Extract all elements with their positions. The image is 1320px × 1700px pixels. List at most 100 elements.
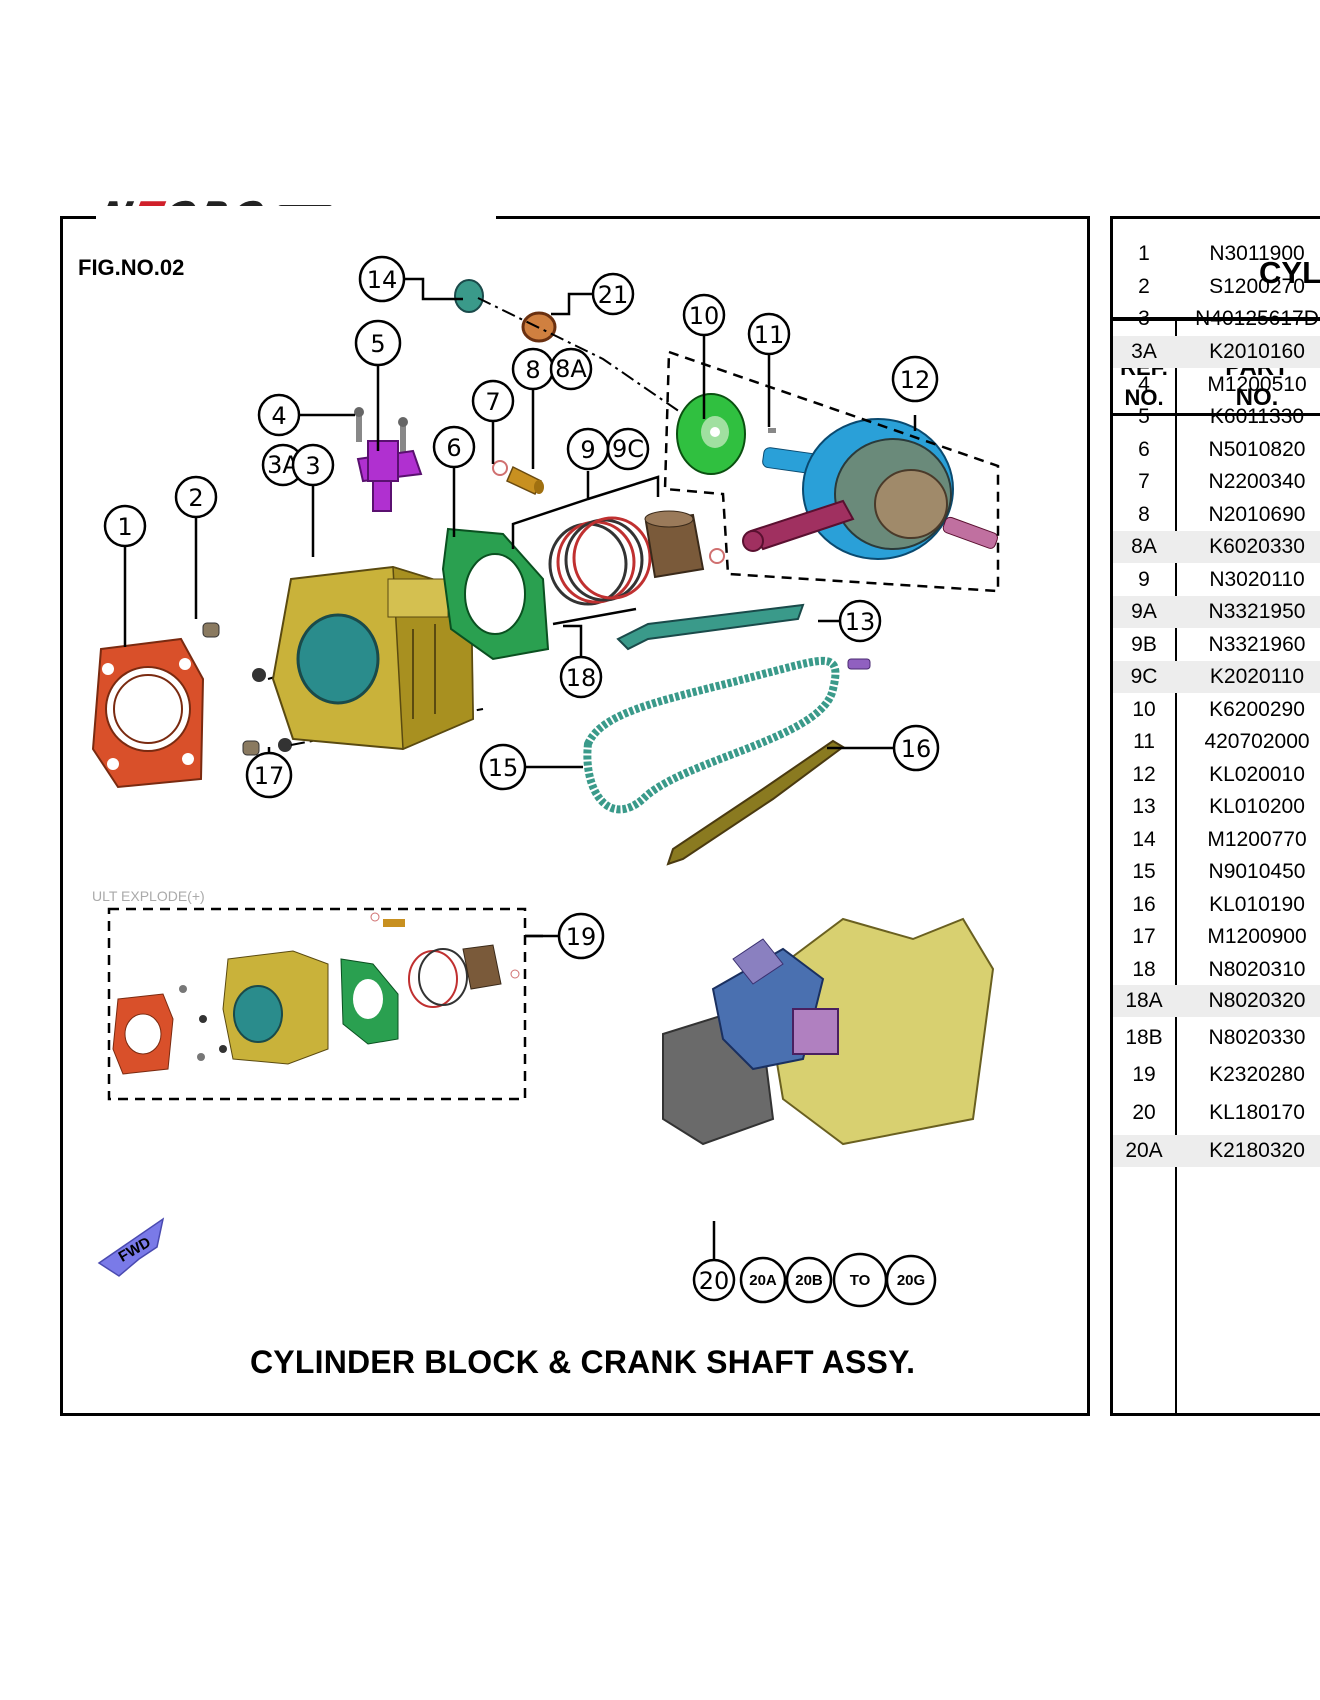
svg-text:20G: 20G <box>897 1272 925 1289</box>
ref-no-cell: 3 <box>1138 307 1150 330</box>
callout-13: 13 <box>838 599 882 643</box>
callout-to: TO <box>832 1252 888 1308</box>
cylinder-block <box>271 565 475 751</box>
figure-number: FIG.NO.02 <box>78 255 185 280</box>
ref-no-cell: 20 <box>1132 1101 1156 1124</box>
svg-text:18: 18 <box>566 664 597 692</box>
callout-20: 20 <box>692 1258 736 1302</box>
ref-no-cell: 1 <box>1138 242 1150 265</box>
svg-text:5: 5 <box>370 330 385 358</box>
ref-no-cell: 10 <box>1132 698 1156 721</box>
callout-2: 2 <box>174 475 218 519</box>
svg-text:2: 2 <box>188 484 203 512</box>
ref-no-cell: 9A <box>1131 600 1157 623</box>
part-no-cell: N3321950 <box>1208 600 1306 623</box>
figure-frame <box>60 216 1090 1416</box>
callout-4: 4 <box>257 393 301 437</box>
part-no-cell: N9010450 <box>1208 860 1306 883</box>
table-row: 11 420702000 <box>1113 726 1320 758</box>
callout-12: 12 <box>891 355 939 403</box>
svg-text:20B: 20B <box>795 1272 823 1289</box>
part-no-cell: K2180320 <box>1209 1139 1305 1162</box>
ref-no-cell: 20A <box>1125 1139 1163 1162</box>
ref-no-cell: 16 <box>1132 893 1156 916</box>
svg-text:20A: 20A <box>749 1272 777 1289</box>
callout-8: 8 <box>511 347 555 391</box>
callout-14: 14 <box>358 255 406 303</box>
cam-chain <box>583 656 840 814</box>
ref-no-cell: 5 <box>1138 405 1150 428</box>
table-row: 18A N8020320 <box>1113 985 1320 1017</box>
chain-guide-16 <box>666 739 845 866</box>
callout-21: 21 <box>591 272 635 316</box>
callout-20b: 20B <box>785 1256 833 1304</box>
ref-no-cell: 8 <box>1138 503 1150 526</box>
ref-no-cell: 19 <box>1132 1063 1156 1086</box>
piston-pin-clip <box>492 460 508 476</box>
part-no-cell: K2320280 <box>1209 1063 1305 1086</box>
callout-20g: 20G <box>885 1254 937 1306</box>
kit-mini-parts <box>112 912 520 1075</box>
svg-text:1: 1 <box>117 513 132 541</box>
piston-clip-9c <box>709 548 725 564</box>
svg-text:9C: 9C <box>612 435 644 463</box>
parts-table-title: CYL <box>1259 255 1320 290</box>
chain-guide-13 <box>616 603 805 651</box>
table-header-rule <box>1113 413 1320 416</box>
table-row: 20A K2180320 <box>1113 1135 1320 1167</box>
ref-no-cell: 14 <box>1132 828 1156 851</box>
ref-no-cell: 4 <box>1138 373 1150 396</box>
part-no-cell: K6011330 <box>1209 405 1305 428</box>
ref-no-cell: 13 <box>1132 795 1156 818</box>
svg-text:15: 15 <box>488 754 519 782</box>
table-row: 5 K6011330 <box>1113 401 1320 433</box>
svg-text:8A: 8A <box>555 355 587 383</box>
part-no-cell: N40125617D <box>1195 307 1319 330</box>
crankshaft-group-box <box>663 350 1000 593</box>
callout-20a: 20A <box>739 1256 787 1304</box>
part-no-cell: N2010690 <box>1208 503 1306 526</box>
part-no-cell: N8020330 <box>1208 1026 1306 1049</box>
part-no-cell: M1200770 <box>1207 828 1307 851</box>
ref-no-cell: 9C <box>1130 665 1158 688</box>
ref-no-cell: 6 <box>1138 438 1150 461</box>
piston-rings <box>548 516 652 606</box>
engine-assembly <box>662 917 995 1146</box>
callout-8a: 8A <box>549 347 593 391</box>
dowel-pins <box>202 622 292 756</box>
ref-no-cell: 11 <box>1133 730 1155 753</box>
ref-no-cell: 18 <box>1132 958 1156 981</box>
callout-1: 1 <box>103 504 147 548</box>
part-no-cell: N8020320 <box>1208 989 1306 1012</box>
callout-3: 3 <box>291 443 335 487</box>
callout-7: 7 <box>471 379 515 423</box>
table-column-divider <box>1175 319 1177 1413</box>
table-row: 9A N3321950 <box>1113 596 1320 628</box>
cylinder-gasket-red <box>91 637 205 789</box>
ref-no-cell: 3A <box>1131 340 1157 363</box>
piston <box>644 510 705 579</box>
ref-no-cell: 17 <box>1132 925 1156 948</box>
figure-caption: CYLINDER BLOCK & CRANK SHAFT ASSY. <box>250 1344 916 1380</box>
part-no-cell: N2200340 <box>1208 470 1306 493</box>
part-no-cell: K2020110 <box>1209 665 1305 688</box>
svg-text:8: 8 <box>525 356 540 384</box>
part-no-cell: 420702000 <box>1204 730 1310 753</box>
explode-watermark: ULT EXPLODE(+) <box>92 888 205 904</box>
callout-9c: 9C <box>606 427 650 471</box>
tensioner-bolts <box>354 407 408 452</box>
svg-text:TO: TO <box>850 1272 871 1289</box>
part-no-cell: KL010200 <box>1209 795 1305 818</box>
ref-no-cell: 18A <box>1125 989 1163 1012</box>
part-no-cell: K6200290 <box>1209 698 1305 721</box>
table-top-rule <box>1113 317 1320 321</box>
svg-text:9: 9 <box>580 436 595 464</box>
